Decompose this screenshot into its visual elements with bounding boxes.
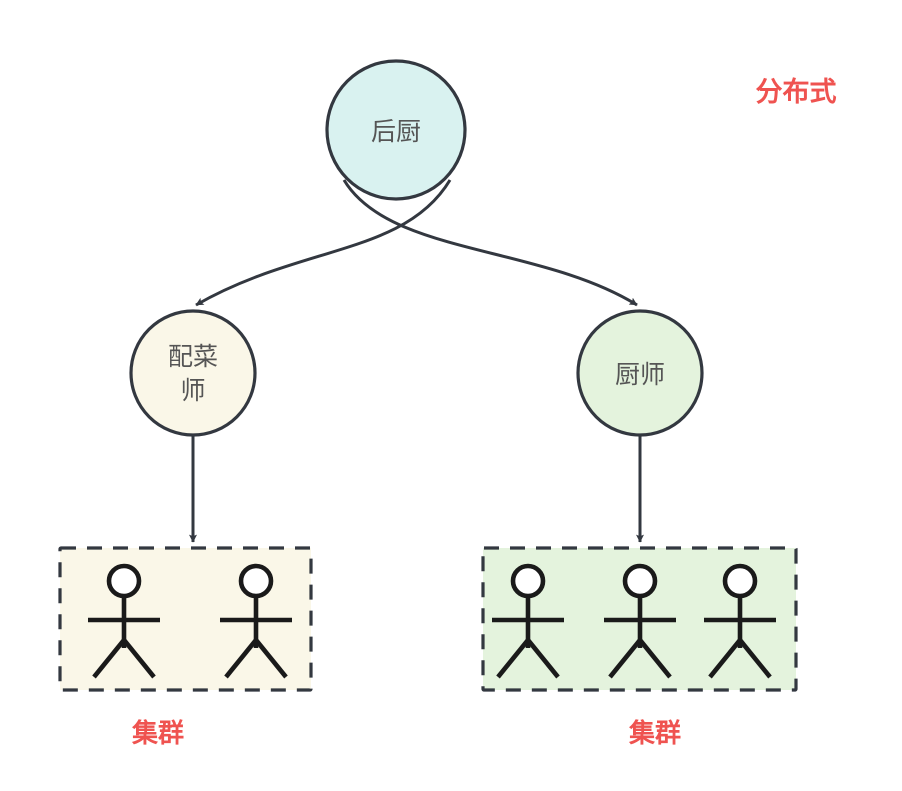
edge-kitchen-to-prep xyxy=(195,179,452,307)
worker-figure xyxy=(88,563,160,679)
chef-cluster-label: 集群 xyxy=(628,718,681,748)
worker-figure xyxy=(492,563,564,679)
kitchen-circle[interactable] xyxy=(325,59,467,201)
edge-kitchen-to-chef xyxy=(342,179,638,307)
group-chef-cluster xyxy=(481,546,798,692)
node-prep-cook[interactable]: 配菜 师 xyxy=(129,309,257,437)
group-prep-cluster xyxy=(58,546,313,692)
kitchen-label: 后厨 xyxy=(371,118,421,146)
prep-cluster-label: 集群 xyxy=(131,718,184,748)
chef-label: 厨师 xyxy=(615,361,665,389)
prep-cook-circle[interactable] xyxy=(129,309,257,437)
distributed-annotation: 分布式 xyxy=(756,77,837,107)
worker-figure xyxy=(220,563,292,679)
node-kitchen[interactable]: 后厨 xyxy=(325,59,467,201)
prep-cook-label-line2: 师 xyxy=(180,377,205,405)
node-chef[interactable]: 厨师 xyxy=(576,309,704,437)
worker-figure xyxy=(704,563,776,679)
prep-cook-label-line1: 配菜 xyxy=(168,343,218,371)
chef-circle[interactable] xyxy=(576,309,704,437)
worker-figure xyxy=(604,563,676,679)
